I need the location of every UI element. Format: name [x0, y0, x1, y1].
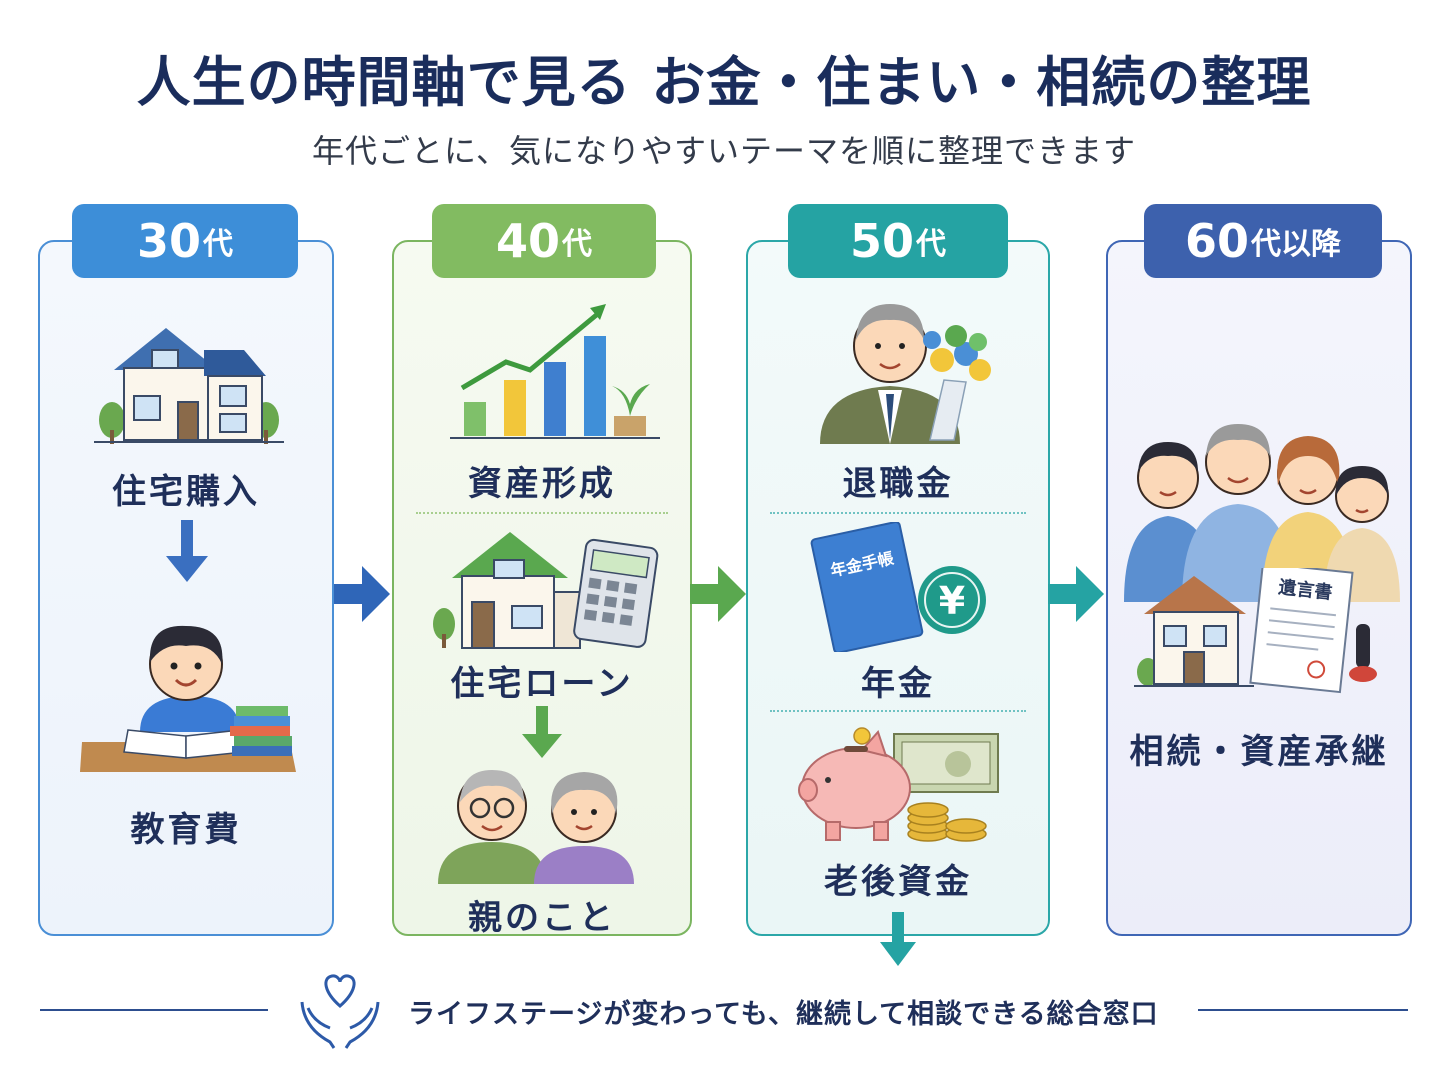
footer-divider-left	[40, 1009, 268, 1011]
stage-item-label: 相続・資産承継	[1129, 732, 1389, 772]
age-number: 30	[136, 214, 201, 268]
age-unit: 代	[203, 227, 233, 262]
footer-divider-right	[1198, 1009, 1408, 1011]
stage-item-label: 住宅購入	[112, 472, 260, 512]
stage-50s: 50 代 退職金 年金手帳 ¥ 年金	[746, 204, 1050, 936]
piggy-bank-icon	[798, 727, 999, 842]
arrow-right-icon	[334, 566, 390, 622]
arrow-down-icon	[166, 520, 208, 582]
parents-icon	[438, 770, 634, 884]
age-unit: 代以降	[1251, 227, 1341, 262]
page-title: 人生の時間軸で見る お金・住まい・相続の整理	[136, 51, 1312, 114]
pension-book-icon: 年金手帳 ¥	[810, 522, 986, 652]
child-studying-icon	[80, 625, 296, 772]
arrow-down-icon	[880, 912, 916, 966]
heart-hands-icon	[300, 974, 380, 1049]
age-number: 50	[849, 214, 914, 268]
arrow-down-icon	[522, 706, 562, 758]
family-icon	[1124, 424, 1400, 602]
stage-item-label: 住宅ローン	[450, 664, 634, 704]
retiree-bouquet-icon	[820, 304, 991, 444]
stage-40s: 40 代 資産形成 住宅ローン	[392, 204, 692, 938]
arrow-right-icon	[1048, 566, 1104, 622]
growth-chart-icon	[450, 304, 660, 439]
stage-60s-and-later: 60 代以降 遺言書	[1106, 204, 1412, 936]
age-unit: 代	[562, 227, 592, 262]
stage-badge-30s: 30 代	[72, 204, 298, 278]
age-unit: 代	[916, 227, 946, 262]
house-icon	[94, 328, 284, 444]
house-calculator-icon	[433, 532, 659, 649]
stage-item-label: 退職金	[842, 464, 954, 504]
stage-item-label: 老後資金	[824, 862, 972, 902]
yen-symbol: ¥	[939, 579, 965, 623]
age-number: 40	[495, 214, 560, 268]
stage-badge-40s: 40 代	[432, 204, 656, 278]
stage-item-label: 親のこと	[468, 898, 616, 938]
divider	[416, 512, 668, 514]
stage-item-label: 教育費	[130, 810, 242, 850]
stage-item-label: 年金	[861, 664, 935, 704]
divider	[770, 512, 1026, 514]
stage-badge-60s: 60 代以降	[1144, 204, 1382, 278]
arrow-right-icon	[690, 566, 746, 622]
divider	[770, 710, 1026, 712]
age-number: 60	[1184, 214, 1249, 268]
footer-text: ライフステージが変わっても、継続して相談できる総合窓口	[408, 999, 1159, 1030]
page-subtitle: 年代ごとに、気になりやすいテーマを順に整理できます	[311, 132, 1137, 170]
stage-30s: 30 代 住宅購入 教育費	[38, 204, 334, 936]
stage-item-label: 資産形成	[468, 464, 616, 504]
house-will-icon: 遺言書	[1134, 568, 1377, 694]
stage-badge-50s: 50 代	[788, 204, 1008, 278]
